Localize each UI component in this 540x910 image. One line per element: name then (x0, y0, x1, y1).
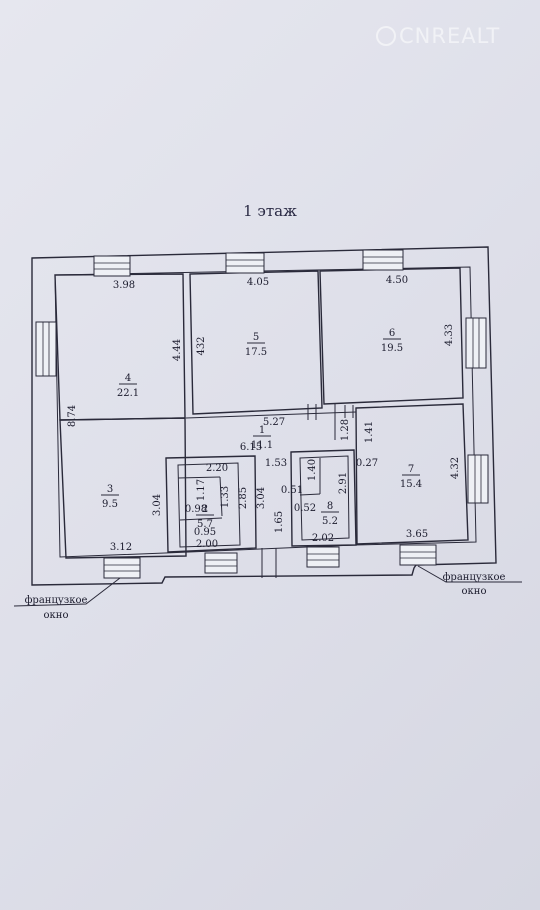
room-2-partition (179, 517, 223, 521)
window (465, 317, 487, 369)
leader-line (13, 577, 121, 607)
room-label-4: 4 22.1 (117, 373, 139, 399)
room-number: 3 (107, 484, 113, 495)
room-3-outline (59, 417, 187, 559)
room-number: 4 (125, 373, 131, 384)
french-window-note: французкое (25, 595, 88, 606)
room-7-outline (355, 403, 469, 545)
dimension-label: 4.50 (386, 275, 408, 286)
dimension-label: 8.74 (67, 405, 78, 427)
dimension-label: 2.00 (196, 539, 218, 550)
watermark: CNREALT (376, 24, 500, 48)
room-area: 5.2 (322, 516, 338, 527)
room-area: 19.5 (381, 343, 403, 354)
hall-wall (185, 411, 357, 419)
french-window-note: окно (462, 586, 487, 597)
room-8-partition (299, 493, 321, 496)
outer-wall-outline (31, 246, 497, 586)
dimension-label: 3.04 (256, 487, 267, 509)
window (362, 249, 404, 271)
dimension-label: 3.98 (113, 280, 135, 291)
room-6-outline (319, 267, 464, 405)
dimension-label: 6.15 (240, 442, 262, 453)
dimension-label: 1.33 (220, 486, 231, 508)
dimension-label: 2.91 (338, 472, 349, 494)
dimension-label: 4.33 (444, 324, 455, 346)
room-2-partition (177, 476, 221, 479)
window (306, 546, 340, 568)
dimension-label: 3.12 (110, 542, 132, 553)
french-window-note: окно (44, 610, 69, 621)
leader-line (417, 565, 522, 583)
room-area: 22.1 (117, 388, 139, 399)
dimension-label: 1.53 (265, 458, 287, 469)
room-8-inner (299, 455, 350, 541)
dimension-label: 0.51 (281, 485, 303, 496)
room-number: 5 (253, 332, 259, 343)
window (225, 252, 265, 274)
room-number: 6 (389, 328, 395, 339)
dimension-label: 1.28 (340, 419, 351, 441)
watermark-logo-icon (376, 26, 396, 46)
dimension-label: 0.98 (185, 504, 207, 515)
room-area: 11.1 (251, 440, 273, 451)
room-number: 1 (259, 425, 265, 436)
dimension-label: 3.65 (406, 529, 428, 540)
room-2-partition (219, 476, 223, 517)
dimension-label: 2.20 (206, 463, 228, 474)
dimension-label: 0.27 (356, 458, 378, 469)
dimension-label: 4.44 (172, 339, 183, 361)
dimension-label: 0.95 (194, 527, 216, 538)
dimension-label: 2.02 (312, 533, 334, 544)
dimension-label: 4.05 (247, 277, 269, 288)
room-2-outline (165, 455, 257, 553)
room-area: 9.5 (102, 499, 118, 510)
dimension-label: 5.27 (263, 417, 285, 428)
window (35, 321, 57, 377)
window (467, 454, 489, 504)
french-window (399, 544, 437, 566)
dimension-label: 1.41 (364, 421, 375, 443)
inner-wall-outline (54, 266, 477, 558)
room-number: 7 (408, 464, 414, 475)
dimension-label: 1.17 (196, 479, 207, 501)
window (93, 255, 131, 277)
dimension-label: 4.32 (450, 457, 461, 479)
dimension-label: 1.65 (274, 511, 285, 533)
dimension-label: 2.85 (238, 487, 249, 509)
dimension-label: 0.52 (294, 503, 316, 514)
window (204, 552, 238, 574)
room-number: 2 (202, 504, 208, 515)
room-number: 8 (327, 501, 333, 512)
french-window (103, 557, 141, 579)
watermark-text: CNREALT (399, 24, 501, 48)
floor-title: 1 этаж (243, 202, 297, 220)
room-8-outline (290, 449, 357, 547)
dimension-label: 432 (196, 336, 207, 355)
dimension-label: 3.04 (152, 494, 163, 516)
dimension-label: 1.40 (307, 459, 318, 481)
room-2-inner (177, 462, 241, 548)
room-5-outline (189, 270, 323, 415)
room-area: 15.4 (400, 479, 422, 490)
room-area: 5.7 (197, 519, 213, 530)
french-window-note: французкое (443, 572, 506, 583)
room-area: 17.5 (245, 347, 267, 358)
